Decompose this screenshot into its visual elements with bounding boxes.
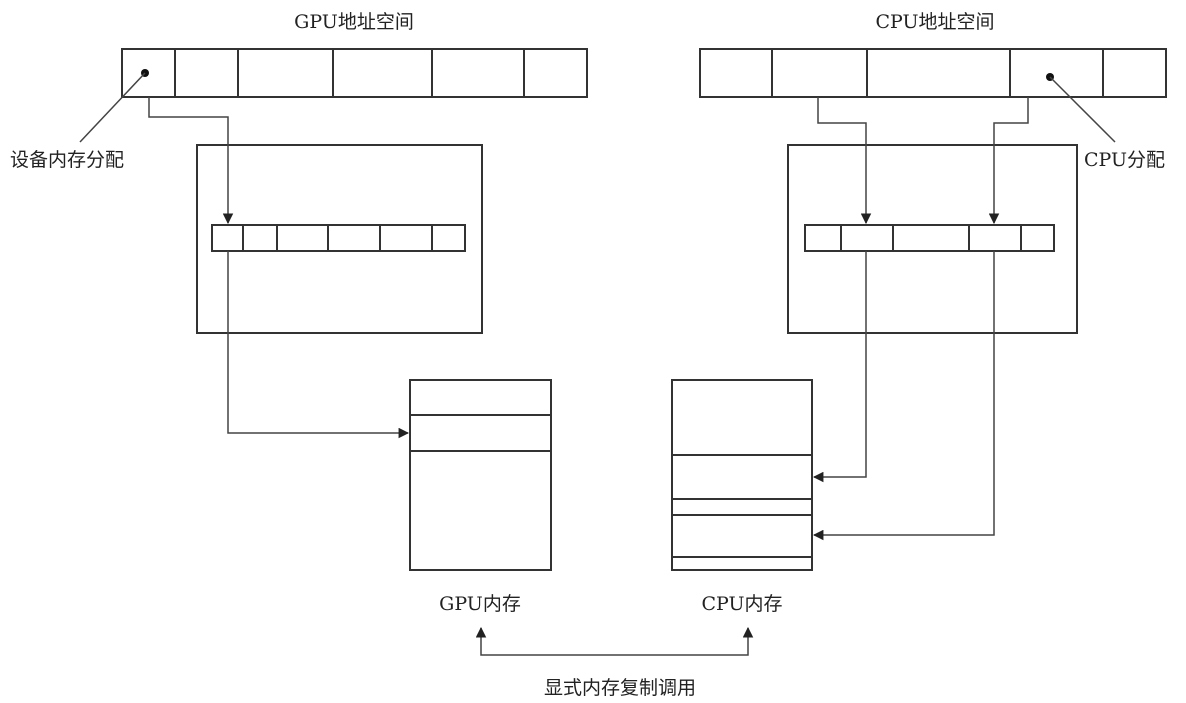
cpu-map-arrow-2 — [988, 97, 1029, 225]
cpu-memory-block — [671, 379, 813, 571]
cpu-memory-label: CPU内存 — [701, 593, 782, 615]
cpu-memory-arrow-2 — [812, 251, 995, 541]
cpu-map-arrow-1 — [817, 97, 872, 225]
device-allocation-label: 设备内存分配 — [10, 149, 124, 171]
gpu-page-table-box — [196, 144, 483, 334]
gpu-memory-block — [409, 379, 552, 571]
cpu-address-space-bar — [699, 48, 1167, 98]
gpu-map-arrow — [148, 97, 234, 225]
gpu-memory-label: GPU内存 — [439, 593, 521, 615]
cpu-allocation-label: CPU分配 — [1084, 149, 1165, 171]
copy-call-arrow — [475, 626, 754, 656]
cpu-memory-arrow-1 — [812, 251, 867, 483]
gpu-memory-arrow — [227, 251, 410, 439]
gpu-address-space-title: GPU地址空间 — [294, 11, 414, 33]
gpu-pointer-line — [79, 72, 146, 143]
cpu-address-space-title: CPU地址空间 — [875, 11, 994, 33]
cpu-page-table — [804, 224, 1055, 252]
gpu-page-table — [211, 224, 466, 252]
gpu-address-space-bar — [121, 48, 588, 98]
cpu-pointer-line — [1049, 76, 1116, 143]
cpu-page-table-box — [787, 144, 1078, 334]
copy-call-label: 显式内存复制调用 — [544, 677, 696, 699]
